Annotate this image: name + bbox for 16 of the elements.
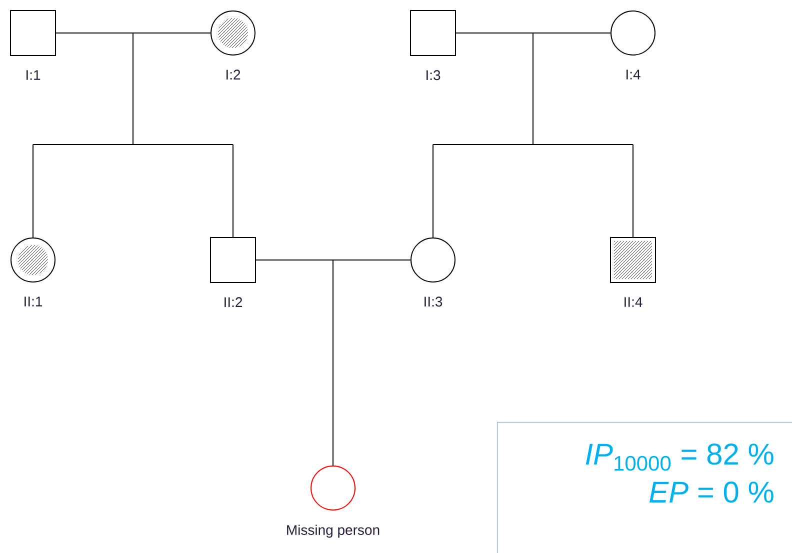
pedigree-line (32, 32, 234, 238)
person-label: Missing person (287, 524, 380, 538)
individual-label: II:4 (624, 297, 642, 307)
female-circle (10, 238, 56, 282)
result-box: IP$_{10000}$ = 82 % EP = 0 % (497, 422, 792, 553)
individual-label: II:1 (24, 296, 42, 306)
female-circle (210, 10, 256, 56)
individual-label: II:2 (224, 297, 242, 307)
individual-label: I:4 (626, 70, 640, 80)
individual-label: I:1 (26, 70, 40, 80)
individual-label: I:2 (226, 70, 240, 80)
male-square (610, 237, 656, 283)
individual-label: I:3 (426, 70, 440, 80)
individual-label: II:3 (424, 296, 442, 307)
pedigree-line (256, 260, 411, 466)
pedigree-line (432, 32, 634, 238)
